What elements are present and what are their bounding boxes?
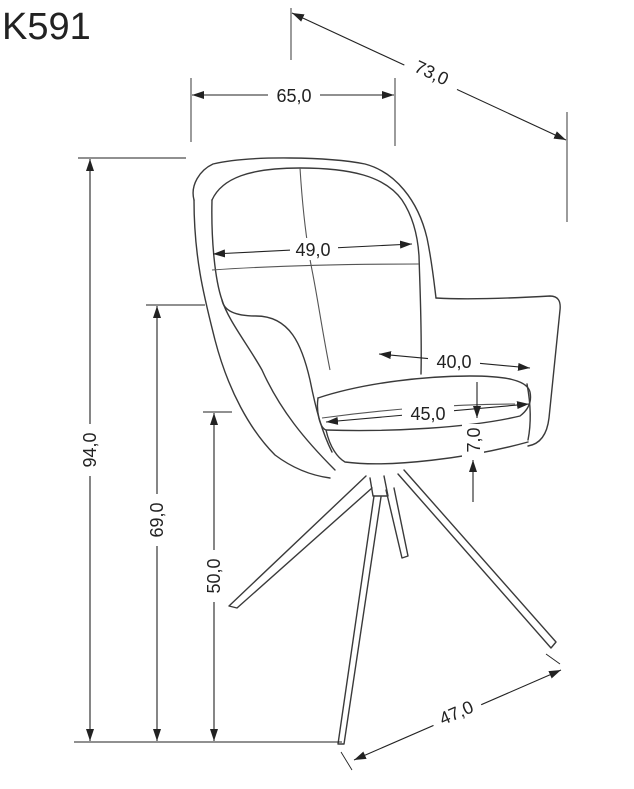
label-seat-width: 45,0 — [410, 404, 445, 424]
leg-back — [385, 487, 409, 559]
leg-front-center — [337, 495, 382, 745]
leg-front-left — [228, 475, 373, 609]
left-armrest-front — [221, 299, 333, 453]
back-cushion — [211, 167, 422, 375]
back-seam-horizontal — [211, 263, 420, 271]
chair-outline — [192, 157, 561, 745]
dimension-lines — [86, 12, 567, 761]
back-seam-vertical — [299, 167, 331, 371]
label-back-width: 49,0 — [295, 240, 330, 260]
right-armrest — [435, 295, 561, 447]
swivel-post — [369, 475, 389, 497]
label-overall-height: 94,0 — [80, 432, 100, 467]
model-title: K591 — [2, 6, 91, 48]
leg-front-right — [397, 469, 557, 649]
seat-cushion — [317, 375, 532, 432]
dimension-labels: 73,0 65,0 49,0 40,0 45,0 7,0 94,0 69,0 5… — [78, 47, 485, 734]
label-overall-width: 65,0 — [276, 86, 311, 106]
label-seat-depth: 40,0 — [436, 352, 471, 372]
extension-lines — [74, 8, 568, 771]
label-seat-cushion: 7,0 — [464, 427, 484, 452]
label-seat-height: 50,0 — [204, 558, 224, 593]
left-side-outer — [193, 199, 331, 479]
label-armrest-height: 69,0 — [147, 502, 167, 537]
seat-front — [316, 397, 529, 465]
backrest-shell — [192, 157, 437, 299]
shell-inner-edge — [211, 199, 336, 471]
